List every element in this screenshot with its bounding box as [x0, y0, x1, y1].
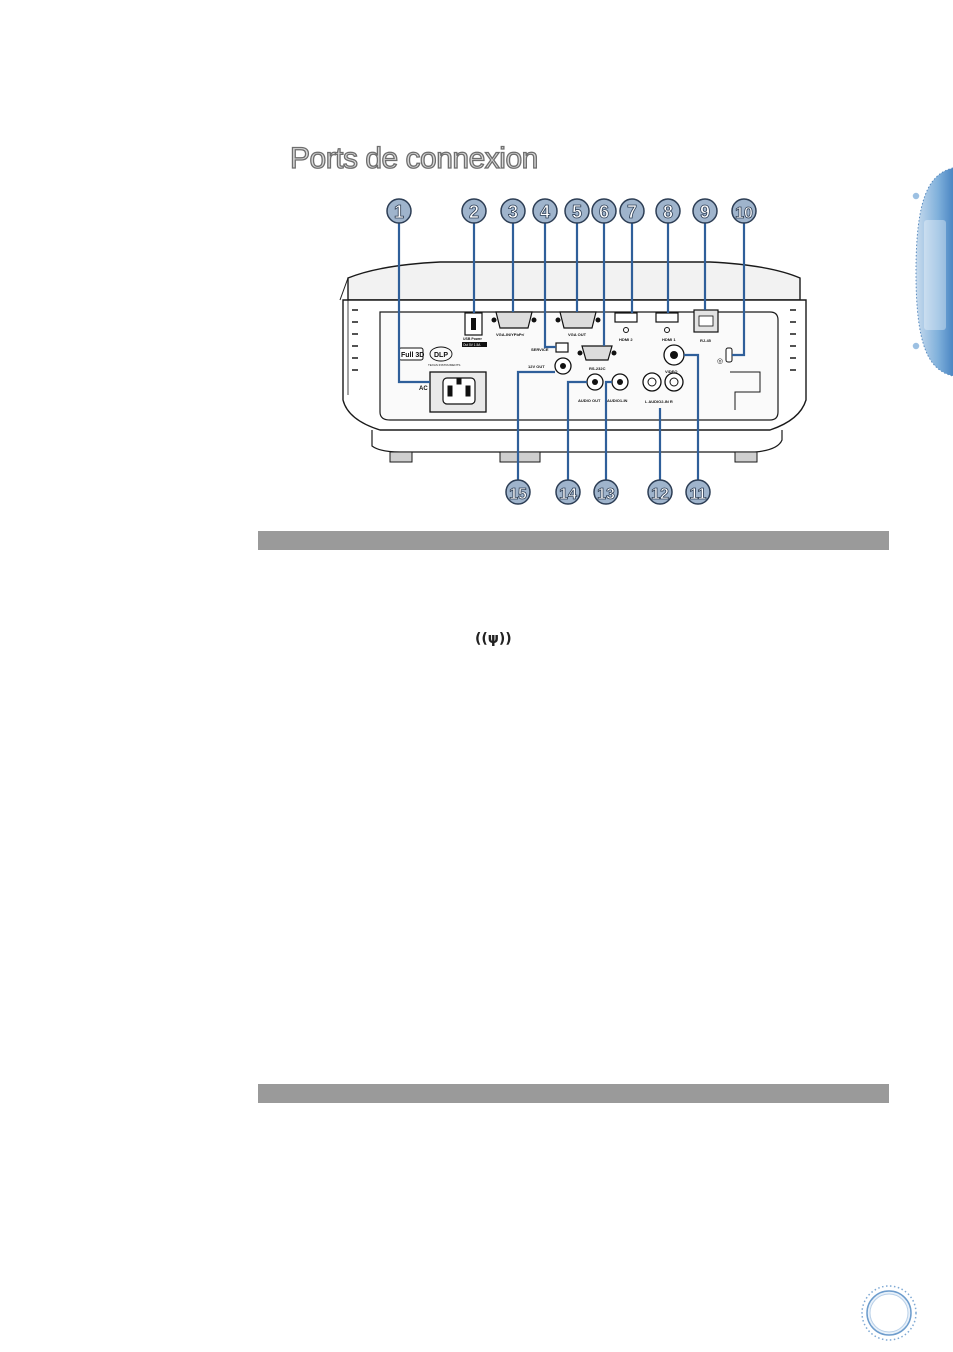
vga-in-label: VGA-IN/YPbPr/ — [496, 332, 525, 337]
section-header-bar — [258, 531, 889, 550]
rs232-label: RS-232C — [589, 366, 606, 371]
side-tab-dot-top — [911, 191, 921, 201]
callout-7: 7 — [619, 198, 645, 224]
vga-out-port — [559, 311, 597, 329]
rs232-port — [581, 345, 613, 361]
callout-14: 14 — [555, 479, 581, 505]
full3d-label: Full 3D — [401, 352, 424, 359]
page-title: Ports de connexion — [289, 141, 539, 175]
callout-6: 6 — [591, 198, 617, 224]
callout-3: 3 — [500, 198, 526, 224]
callout-8: 8 — [655, 198, 681, 224]
audio2-in-label: L AUDIO2-IN R — [645, 399, 673, 404]
usb-power-label: USB Power — [463, 337, 483, 341]
hdmi2-label: HDMI 2 — [619, 337, 633, 342]
svg-text:8: 8 — [663, 202, 673, 222]
service-label: SERVICE — [531, 347, 549, 352]
kensington-lock — [725, 347, 733, 363]
usb-power-spec: Out 5V 1.5A — [463, 343, 481, 347]
svg-text:6: 6 — [599, 202, 609, 222]
side-language-tab — [911, 167, 953, 377]
svg-text:7: 7 — [627, 202, 637, 222]
hdmi1-port — [655, 312, 679, 323]
callouts-top: 1 2 3 4 5 6 7 8 9 10 — [386, 198, 757, 224]
svg-text:15: 15 — [509, 486, 527, 503]
callout-9: 9 — [692, 198, 718, 224]
page-number-badge — [861, 1285, 917, 1341]
callout-1: 1 — [386, 198, 412, 224]
callout-4: 4 — [532, 198, 558, 224]
out12v-label: 12V OUT — [528, 364, 545, 369]
service-port — [555, 342, 569, 353]
svg-text:14: 14 — [559, 486, 577, 503]
audio1-in-label: AUDIO1-IN — [607, 398, 628, 403]
leader-lines — [397, 222, 746, 481]
vga-out-label: VGA OUT — [568, 332, 587, 337]
antenna-icon: ((ψ)) — [475, 631, 512, 647]
hdmi1-label: HDMI 1 — [662, 337, 676, 342]
svg-text:3: 3 — [508, 202, 518, 222]
svg-text:1: 1 — [394, 202, 404, 222]
side-tab-dot-bottom — [911, 341, 921, 351]
callout-13: 13 — [593, 479, 619, 505]
dlp-sub-label: TEXAS INSTRUMENTS — [428, 363, 460, 367]
callout-12: 12 — [647, 479, 673, 505]
projector-rear-diagram: AC Full 3D DLP TEXAS INSTRUMENTS USB Pow… — [339, 198, 807, 505]
dlp-logo — [429, 346, 453, 362]
svg-text:13: 13 — [597, 486, 615, 503]
dlp-label: DLP — [434, 352, 448, 359]
callout-15: 15 — [505, 479, 531, 505]
vga-in-port — [495, 311, 533, 329]
rj45-label: RJ-45 — [700, 338, 712, 343]
callout-2: 2 — [461, 198, 487, 224]
svg-text:10: 10 — [735, 205, 753, 222]
callouts-bottom: 15 14 13 12 11 — [505, 479, 711, 505]
svg-text:9: 9 — [700, 202, 710, 222]
callout-11: 11 — [685, 479, 711, 505]
audio-out-label: AUDIO OUT — [578, 398, 601, 403]
svg-text:5: 5 — [572, 202, 582, 222]
svg-text:2: 2 — [469, 202, 479, 222]
projector-body — [339, 261, 807, 463]
callout-10: 10 — [731, 198, 757, 224]
ac-label: AC — [419, 386, 428, 392]
svg-text:◎: ◎ — [717, 358, 723, 365]
section-header-bar-2 — [258, 1084, 889, 1103]
svg-text:11: 11 — [690, 486, 707, 503]
hdmi2-port — [614, 312, 638, 323]
svg-text:4: 4 — [540, 202, 550, 222]
callout-5: 5 — [564, 198, 590, 224]
svg-text:12: 12 — [651, 486, 669, 503]
ac-inlet — [429, 371, 487, 413]
video-label: VIDEO — [665, 369, 677, 374]
